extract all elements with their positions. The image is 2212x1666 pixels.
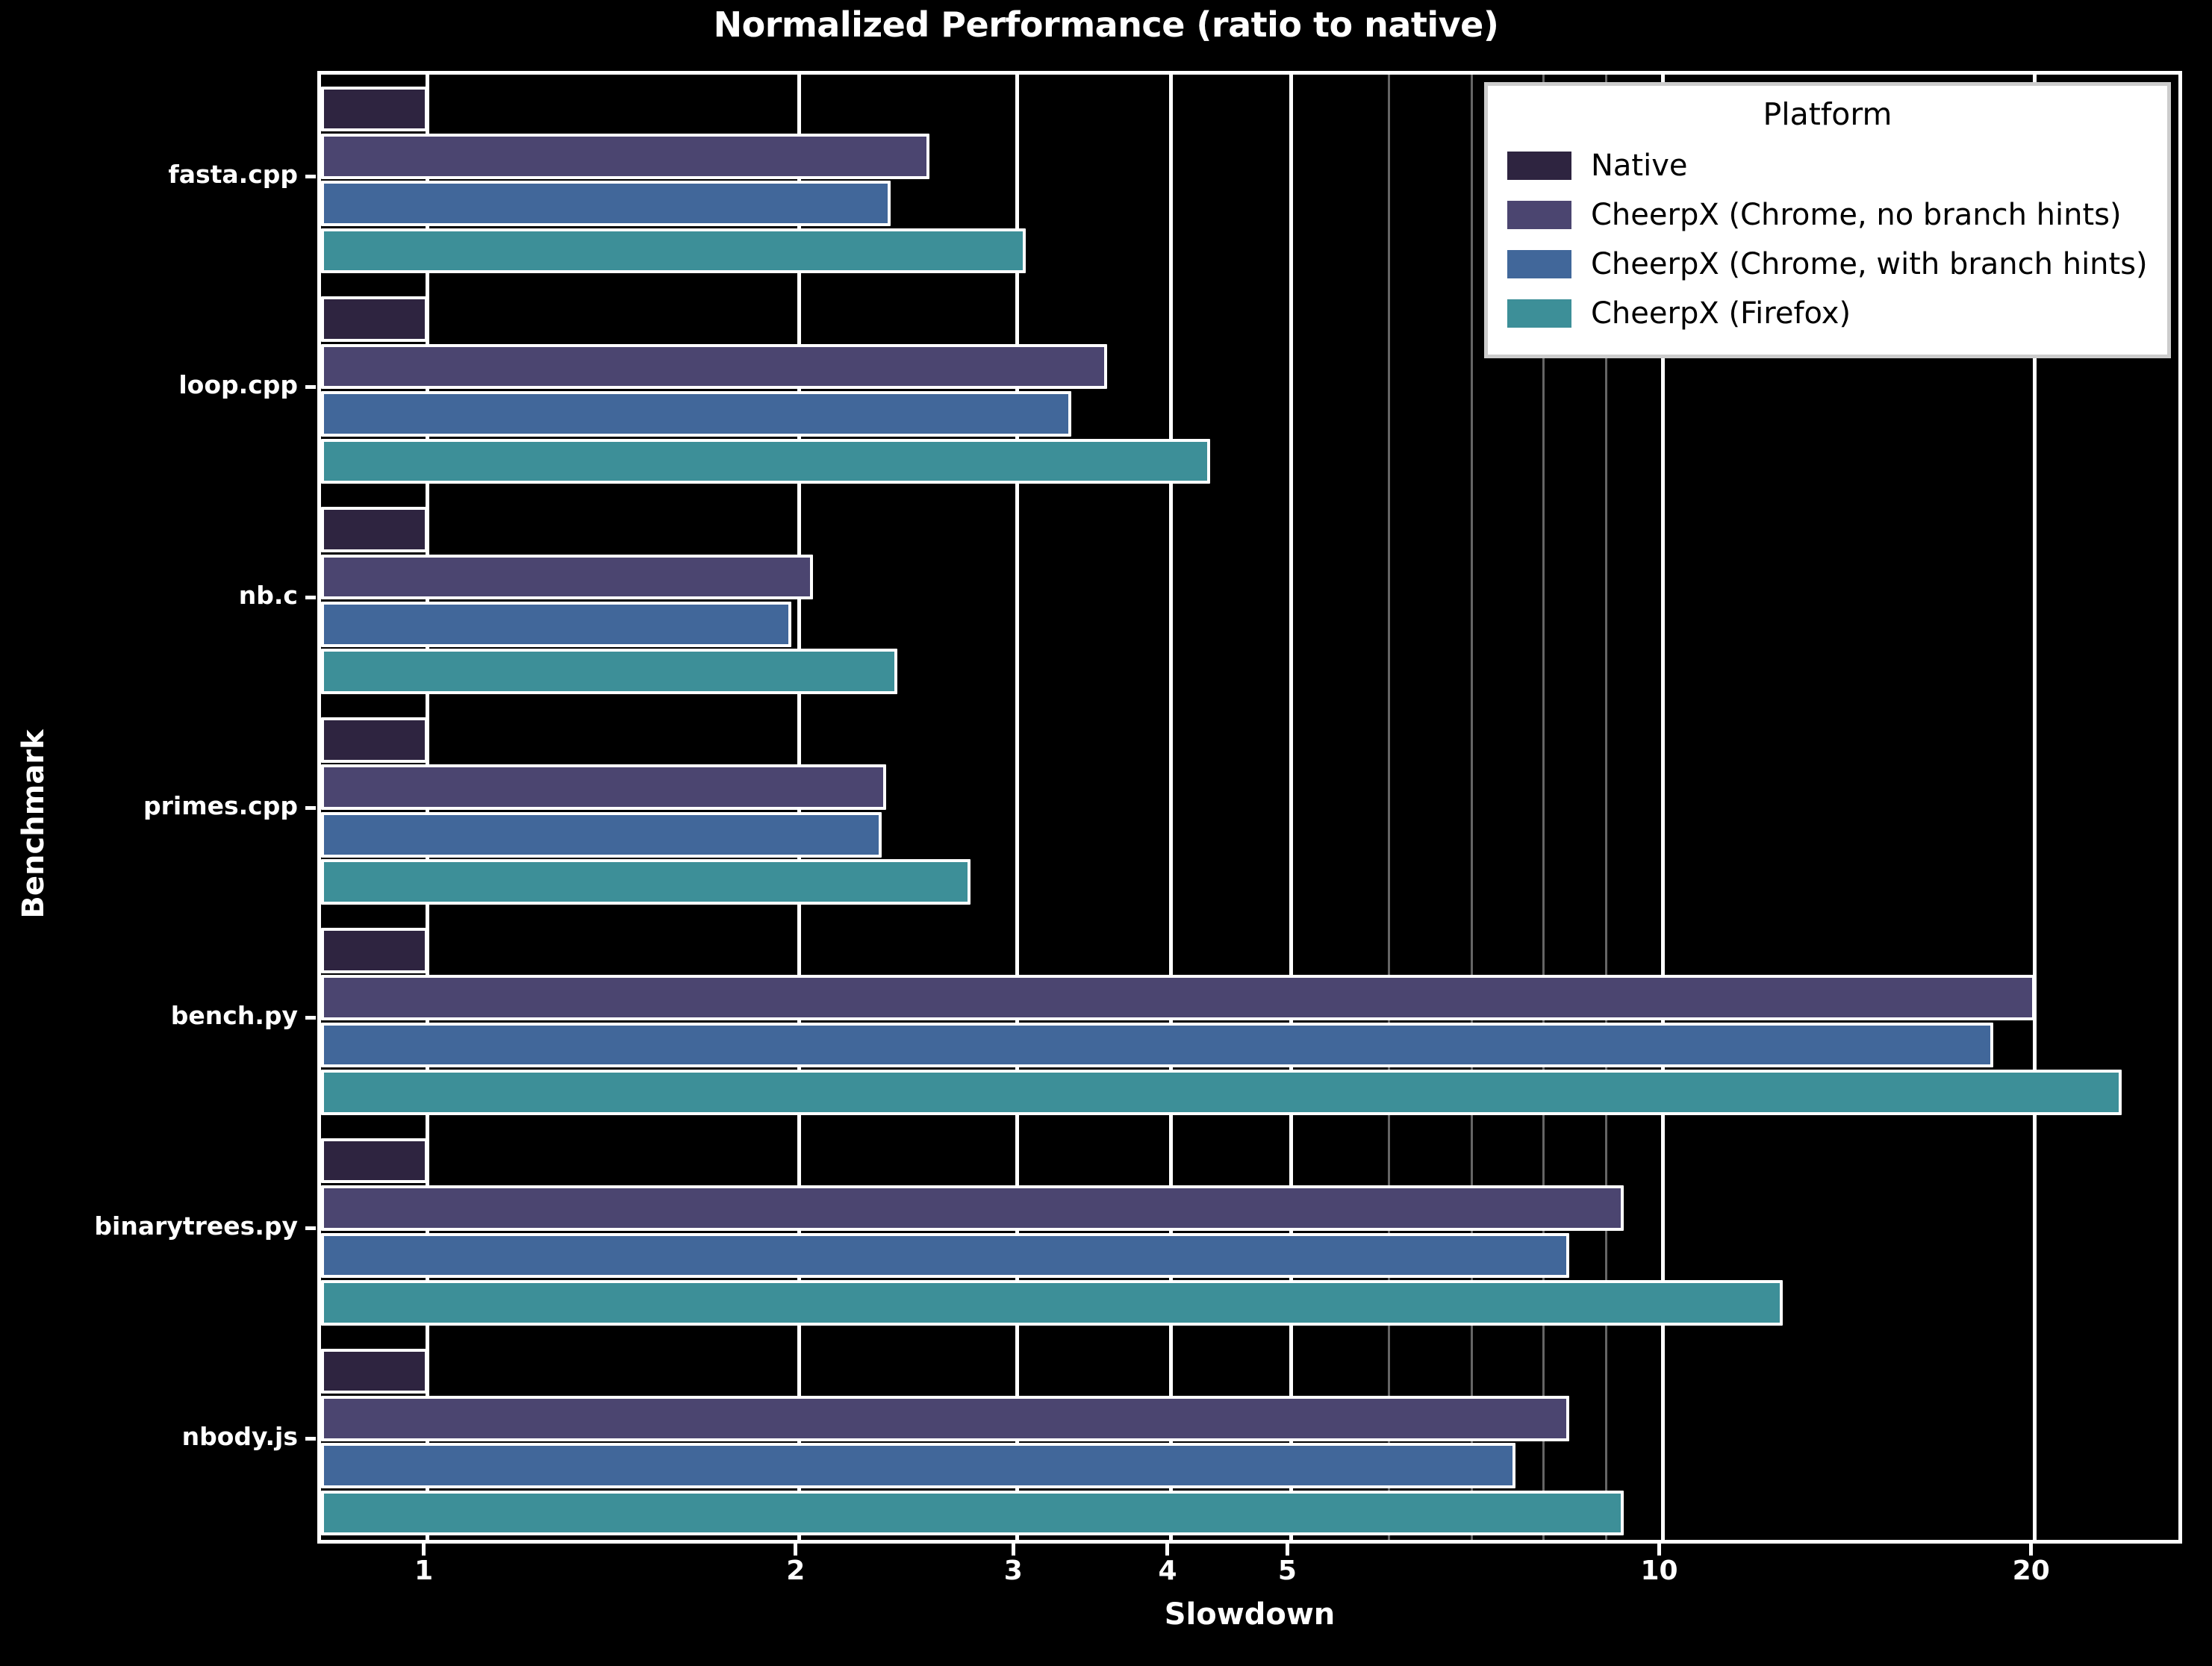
- y-tick-label: bench.py: [170, 1001, 298, 1031]
- plot-inner: [321, 75, 2178, 1540]
- bar: [321, 228, 1026, 274]
- x-axis-label: Slowdown: [1164, 1597, 1336, 1632]
- legend-label: CheerpX (Chrome, with branch hints): [1591, 247, 2148, 281]
- legend-swatch-icon: [1507, 201, 1571, 229]
- x-tick-mark: [1285, 1544, 1289, 1556]
- gridline-x-20: [2033, 75, 2037, 1540]
- bar: [321, 438, 1210, 484]
- legend-swatch-icon: [1507, 250, 1571, 278]
- gridline-x-3: [1015, 75, 1019, 1540]
- bar: [321, 649, 897, 695]
- legend-item-3[interactable]: CheerpX (Firefox): [1507, 289, 2148, 338]
- legend-label: Native: [1591, 149, 1688, 183]
- legend-item-2[interactable]: CheerpX (Chrome, with branch hints): [1507, 240, 2148, 289]
- bar: [321, 1185, 1624, 1231]
- bar: [321, 507, 428, 552]
- bar: [321, 1232, 1570, 1279]
- bar: [321, 811, 882, 858]
- x-tick-label: 3: [1003, 1556, 1023, 1586]
- y-tick-mark: [305, 595, 316, 599]
- bar: [321, 1070, 2122, 1115]
- x-tick-label: 20: [2012, 1556, 2050, 1586]
- y-tick-mark: [305, 1016, 316, 1020]
- legend-item-1[interactable]: CheerpX (Chrome, no branch hints): [1507, 190, 2148, 240]
- y-tick-mark: [305, 384, 316, 389]
- legend-swatch-icon: [1507, 152, 1571, 180]
- legend-label: CheerpX (Chrome, no branch hints): [1591, 198, 2122, 232]
- y-tick-label: loop.cpp: [178, 369, 298, 399]
- y-tick-label: fasta.cpp: [168, 159, 298, 189]
- y-tick-label: nbody.js: [181, 1422, 298, 1452]
- x-tick-mark: [1165, 1544, 1170, 1556]
- bar: [321, 1348, 428, 1394]
- x-tick-mark: [422, 1544, 426, 1556]
- y-tick-label: binarytrees.py: [94, 1211, 298, 1241]
- bar: [321, 181, 891, 226]
- x-tick-label: 4: [1158, 1556, 1177, 1586]
- bar: [321, 554, 813, 600]
- y-tick-mark: [305, 1437, 316, 1441]
- x-tick-mark: [1657, 1544, 1662, 1556]
- gridline-minor-x-7: [1470, 75, 1473, 1540]
- bar: [321, 133, 930, 179]
- gridline-x-4: [1169, 75, 1174, 1540]
- bar: [321, 927, 428, 973]
- bar: [321, 86, 428, 132]
- legend-swatch-icon: [1507, 299, 1571, 328]
- x-tick-label: 10: [1640, 1556, 1678, 1586]
- bar: [321, 764, 886, 811]
- bar: [321, 1022, 1993, 1068]
- bar: [321, 1280, 1783, 1326]
- x-tick-label: 1: [414, 1556, 434, 1586]
- y-axis-label: Benchmark: [16, 729, 51, 919]
- bar: [321, 391, 1072, 437]
- gridline-minor-x-9: [1605, 75, 1608, 1540]
- y-tick-mark: [305, 805, 316, 810]
- legend-item-0[interactable]: Native: [1507, 141, 2148, 190]
- y-tick-label: nb.c: [238, 580, 298, 610]
- legend-title: Platform: [1763, 96, 1892, 132]
- bar: [321, 717, 428, 763]
- bar: [321, 1396, 1570, 1441]
- bar: [321, 1443, 1516, 1489]
- y-tick-label: primes.cpp: [143, 790, 298, 820]
- bar: [321, 602, 791, 647]
- x-tick-mark: [2029, 1544, 2034, 1556]
- gridline-minor-x-6: [1387, 75, 1390, 1540]
- bar: [321, 343, 1108, 390]
- chart-title: Normalized Performance (ratio to native): [713, 4, 1499, 45]
- bar: [321, 296, 428, 342]
- gridline-x-5: [1289, 75, 1293, 1540]
- x-tick-mark: [1011, 1544, 1015, 1556]
- gridline-minor-x-8: [1542, 75, 1545, 1540]
- bar: [321, 1490, 1624, 1536]
- x-tick-mark: [794, 1544, 798, 1556]
- x-tick-label: 2: [786, 1556, 806, 1586]
- bar: [321, 975, 2035, 1020]
- bar: [321, 859, 971, 905]
- bar: [321, 1138, 428, 1184]
- y-tick-mark: [305, 1226, 316, 1231]
- y-tick-mark: [305, 174, 316, 178]
- x-tick-label: 5: [1277, 1556, 1297, 1586]
- gridline-x-10: [1661, 75, 1666, 1540]
- legend-label: CheerpX (Firefox): [1591, 296, 1851, 331]
